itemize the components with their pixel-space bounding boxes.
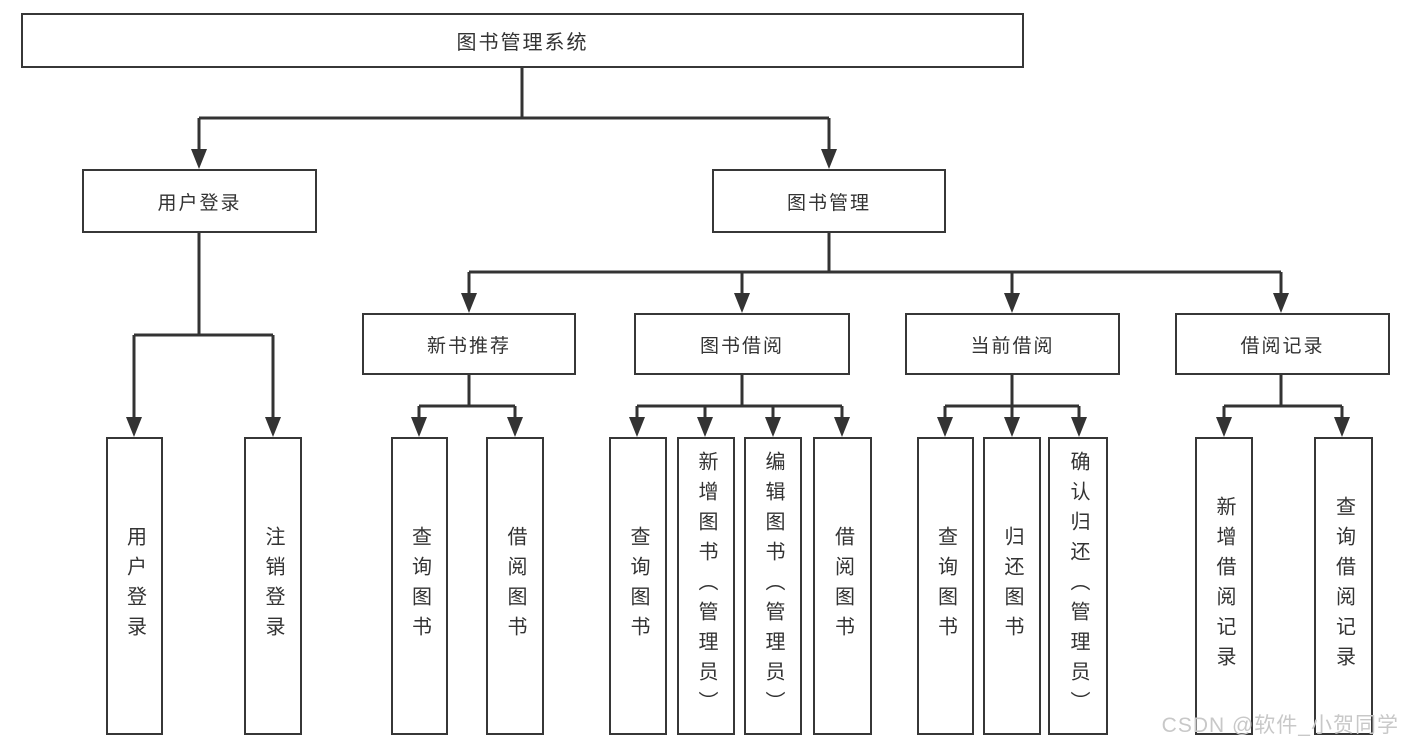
leaf-label: 确认归还（管理员） [1067,451,1089,721]
node-label: 新书推荐 [426,335,511,357]
leaf-label: 用户登录 [123,526,146,646]
node-new-book-recommend: 新书推荐 [362,313,576,375]
leaf-add-borrow-record: 新增借阅记录 [1195,437,1253,735]
leaf-query-borrow-record: 查询借阅记录 [1314,437,1373,735]
node-user-login: 用户登录 [82,169,317,233]
node-label: 借阅记录 [1240,335,1325,357]
node-root: 图书管理系统 [21,13,1024,68]
leaf-logout: 注销登录 [244,437,302,735]
leaf-label: 归还图书 [1001,526,1023,646]
node-current-borrow: 当前借阅 [905,313,1120,375]
leaf-user-login: 用户登录 [106,437,163,735]
node-label: 图书管理系统 [456,32,589,54]
csdn-watermark: CSDN @软件_小贺同学 [1161,714,1399,737]
leaf-label: 借阅图书 [831,526,854,646]
leaf-label: 查询借阅记录 [1332,496,1355,676]
connector-lines [132,68,1344,419]
node-label: 图书管理 [786,192,871,214]
node-label: 图书借阅 [699,335,784,357]
node-label: 当前借阅 [970,335,1055,357]
leaf-label: 借阅图书 [504,526,526,646]
leaf-query-books-2: 查询图书 [609,437,667,735]
arrow-down-icons [126,149,1350,437]
leaf-label: 注销登录 [262,526,284,646]
leaf-label: 编辑图书（管理员） [762,451,784,721]
node-borrow-records: 借阅记录 [1175,313,1390,375]
node-book-management: 图书管理 [712,169,946,233]
leaf-label: 查询图书 [408,526,431,646]
leaf-label: 查询图书 [627,526,649,646]
leaf-edit-book-admin: 编辑图书（管理员） [744,437,802,735]
leaf-label: 新增借阅记录 [1213,496,1235,676]
leaf-confirm-return-admin: 确认归还（管理员） [1048,437,1108,735]
leaf-add-book-admin: 新增图书（管理员） [677,437,735,735]
leaf-borrow-books-1: 借阅图书 [486,437,544,735]
leaf-query-books-1: 查询图书 [391,437,448,735]
node-label: 用户登录 [157,192,242,214]
leaf-query-books-3: 查询图书 [917,437,974,735]
leaf-return-book: 归还图书 [983,437,1041,735]
leaf-label: 新增图书（管理员） [695,451,717,721]
leaf-label: 查询图书 [934,526,957,646]
node-book-borrow: 图书借阅 [634,313,850,375]
leaf-borrow-books-2: 借阅图书 [813,437,872,735]
